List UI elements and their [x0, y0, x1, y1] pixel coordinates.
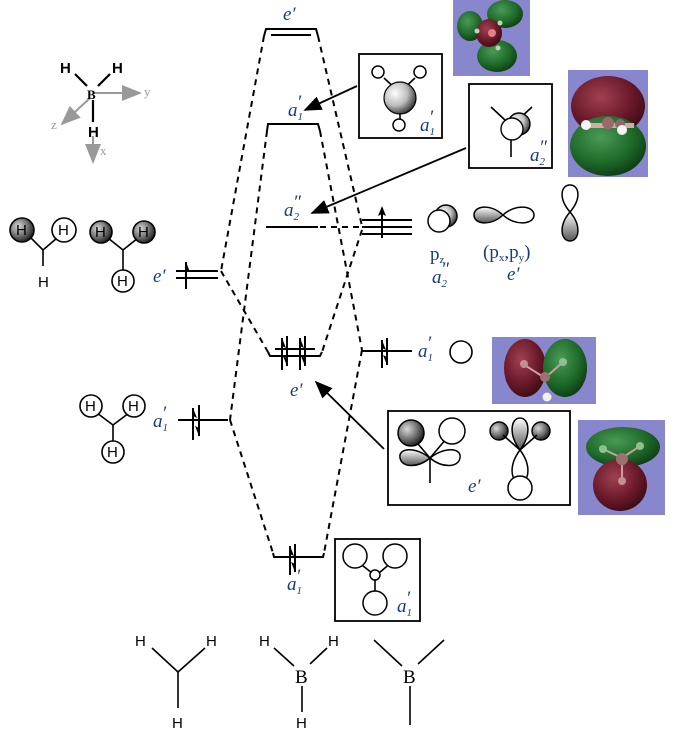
- h-atom: H: [88, 124, 99, 141]
- h-atom: H: [296, 715, 307, 732]
- right-s-label: a1′: [418, 333, 433, 364]
- inset-label: a1′: [420, 107, 435, 138]
- bh3-structure: H H B H: [259, 633, 339, 732]
- pointer-arrow: [314, 380, 385, 450]
- h-atom: H: [60, 60, 71, 77]
- y-axis-label: y: [144, 84, 151, 99]
- pxpy-label: (px,py): [483, 242, 530, 264]
- left-e-prime-level: e′: [153, 262, 218, 289]
- h3-a1-prime-orbital: H H H: [79, 394, 146, 464]
- mo-a1-prime-antibonding: a1′: [266, 92, 321, 132]
- mo-e-prime-bonding-label: e′: [290, 380, 303, 401]
- h-atom: H: [85, 398, 96, 415]
- h-atom: H: [16, 222, 27, 239]
- px-orbital: [473, 206, 535, 224]
- mo-a2-double-prime-label: a2″: [284, 192, 302, 223]
- pointer-arrow: [310, 147, 467, 214]
- h-atom: H: [135, 633, 146, 650]
- mo-a1-prime-top-label: a1′: [288, 92, 303, 123]
- left-a1-prime-label: a1′: [153, 403, 168, 434]
- h-atom: H: [38, 274, 49, 291]
- b-atom: B: [295, 667, 308, 688]
- mo-e-prime-antibonding: e′: [263, 4, 319, 37]
- mo-a2-double-prime: a2″: [266, 192, 362, 228]
- render-e-prime-bonding-1: [492, 337, 596, 404]
- inset-e-prime-bonding: e′: [387, 410, 571, 506]
- h-atom: H: [206, 633, 217, 650]
- h3-fragment-structure: H H H: [135, 633, 217, 732]
- mo-e-prime-top-label: e′: [283, 4, 296, 25]
- b-atom: B: [87, 87, 96, 102]
- b-fragment-structure: B: [373, 639, 445, 725]
- pxpy-symmetry-label: e′: [507, 264, 520, 285]
- h-atom: H: [172, 715, 183, 732]
- left-e-prime-label: e′: [153, 266, 166, 287]
- pointer-arrow: [303, 85, 358, 111]
- mo-a1-prime-bonding: a1′: [272, 544, 325, 597]
- b-atom: B: [403, 667, 416, 688]
- z-axis-label: z: [51, 117, 57, 132]
- inset-label: e′: [468, 476, 481, 497]
- h-atom: H: [259, 633, 270, 650]
- render-e-prime-bonding-2: [578, 420, 665, 515]
- h-atom: H: [117, 273, 128, 290]
- inset-a1-prime-bonding: a1′: [334, 538, 421, 622]
- h-atom: H: [95, 224, 106, 241]
- render-e-prime-antibonding: [453, 0, 530, 76]
- coordinate-axes: y z x H H B H: [51, 60, 151, 164]
- left-a1-prime-level: a1′: [153, 403, 228, 440]
- mo-a1-prime-bottom-label: a1′: [287, 566, 302, 597]
- inset-label: a2″: [530, 137, 548, 168]
- h-atom: H: [112, 60, 123, 77]
- h-atom: H: [328, 633, 339, 650]
- h3-e-prime-orbital-1: H H H: [9, 217, 77, 291]
- inset-label: a1′: [397, 588, 412, 619]
- inset-a1-prime-antibonding: a1′: [358, 53, 443, 139]
- right-p-levels: [362, 206, 412, 238]
- py-orbital: [561, 184, 579, 242]
- h-atom: H: [58, 222, 69, 239]
- correlation-lines: [220, 35, 363, 554]
- mo-e-prime-bonding: e′: [267, 336, 323, 401]
- h3-e-prime-orbital-2: H H H: [89, 220, 156, 293]
- s-orbital: [449, 340, 473, 364]
- pz-symmetry-label: a2″: [432, 259, 450, 290]
- render-a2-double-prime: [568, 70, 648, 177]
- x-axis-label: x: [100, 143, 107, 158]
- h-atom: H: [138, 224, 149, 241]
- z-axis-arrow: [60, 97, 91, 126]
- pz-label: pz: [430, 244, 445, 266]
- pz-orbital: [427, 204, 458, 233]
- h-atom: H: [128, 398, 139, 415]
- right-s-level: a1′: [362, 333, 473, 368]
- inset-a2-double-prime: a2″: [468, 83, 553, 169]
- h-atom: H: [107, 444, 118, 461]
